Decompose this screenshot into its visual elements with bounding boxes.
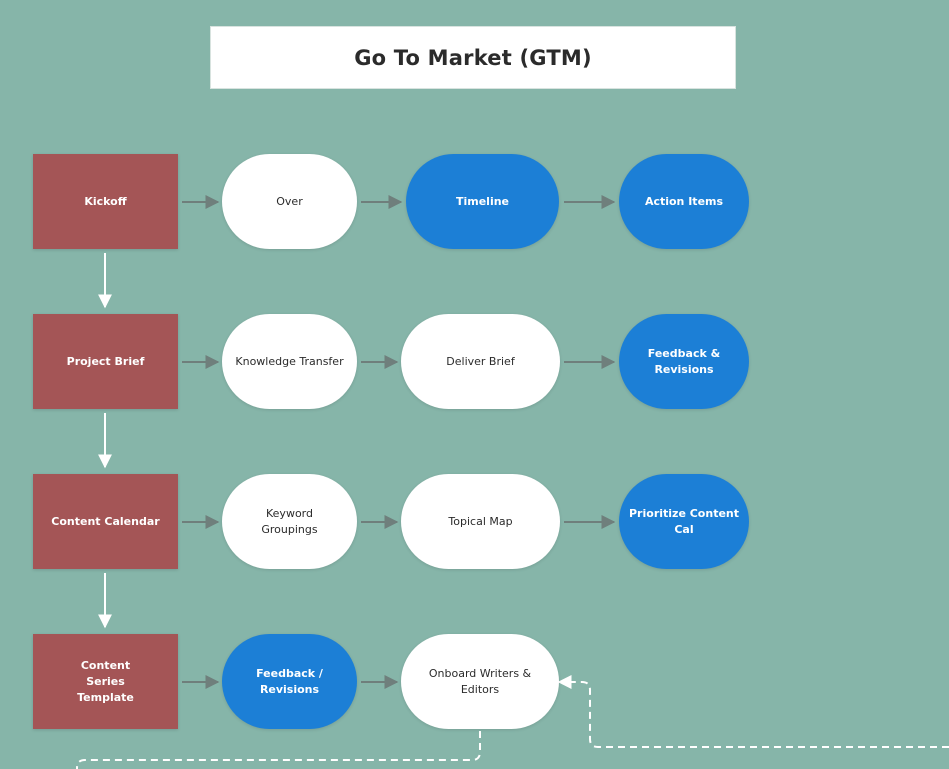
step-onboard-writers-editors: Onboard Writers & Editors xyxy=(401,634,559,729)
step-prioritize-content-cal: Prioritize Content Cal xyxy=(619,474,749,569)
step-knowledge-transfer: Knowledge Transfer xyxy=(222,314,357,409)
step-label: Prioritize Content Cal xyxy=(629,506,739,536)
step-label: Over xyxy=(276,194,303,208)
dashed-connector-incoming xyxy=(557,675,949,748)
step-deliver-brief: Deliver Brief xyxy=(401,314,560,409)
step-timeline: Timeline xyxy=(406,154,559,249)
phase-label: Content Series Template xyxy=(77,658,134,704)
diagram-title-box: Go To Market (GTM) xyxy=(210,26,736,89)
phase-kickoff: Kickoff xyxy=(33,154,178,249)
step-label: Action Items xyxy=(644,194,724,208)
step-label: Keyword Groupings xyxy=(261,506,318,536)
phase-label: Project Brief xyxy=(66,354,145,368)
diagram-title: Go To Market (GTM) xyxy=(354,45,592,70)
step-label: Timeline xyxy=(455,194,510,208)
phase-label: Kickoff xyxy=(84,194,127,208)
phase-content-series-template: Content Series Template xyxy=(33,634,178,729)
phase-project-brief: Project Brief xyxy=(33,314,178,409)
step-feedback-revisions-2: Feedback / Revisions xyxy=(222,634,357,729)
step-label: Knowledge Transfer xyxy=(235,354,344,368)
step-label: Onboard Writers & Editors xyxy=(428,666,532,696)
step-topical-map: Topical Map xyxy=(401,474,560,569)
phase-label: Content Calendar xyxy=(51,514,160,528)
step-feedback-revisions: Feedback & Revisions xyxy=(619,314,749,409)
step-label: Topical Map xyxy=(448,514,513,528)
step-over: Over xyxy=(222,154,357,249)
phase-content-calendar: Content Calendar xyxy=(33,474,178,569)
step-action-items: Action Items xyxy=(619,154,749,249)
dashed-connector-outgoing xyxy=(76,731,481,769)
step-label: Deliver Brief xyxy=(446,354,515,368)
step-label: Feedback & Revisions xyxy=(647,346,721,376)
step-keyword-groupings: Keyword Groupings xyxy=(222,474,357,569)
step-label: Feedback / Revisions xyxy=(256,666,323,696)
